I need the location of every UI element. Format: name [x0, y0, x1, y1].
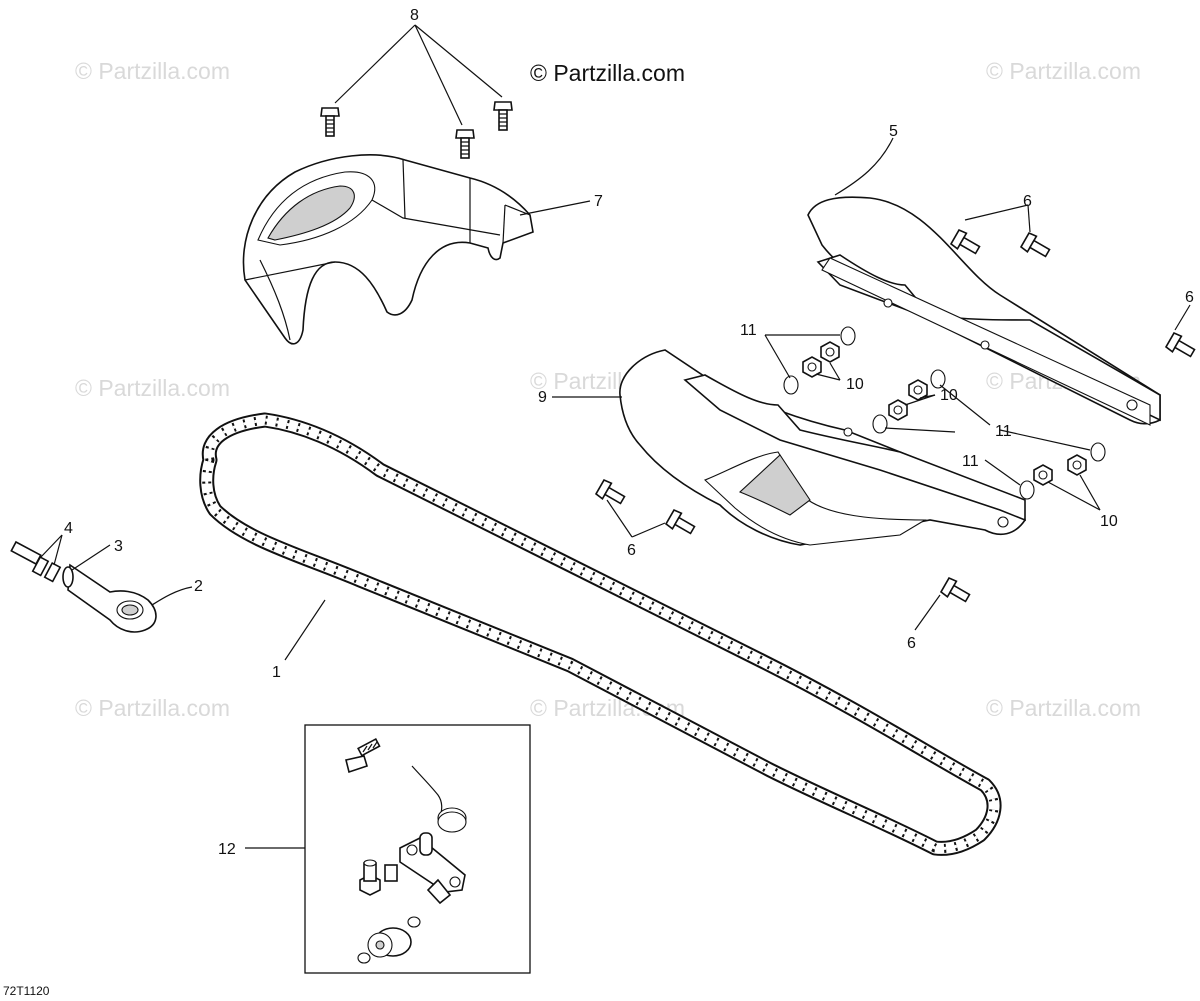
callout-10-top: 10	[846, 376, 864, 393]
drive-chain[interactable]	[199, 412, 1002, 856]
callout-12: 12	[218, 841, 236, 858]
callout-11-right: 11	[995, 423, 1012, 440]
callout-9: 9	[538, 389, 547, 406]
callout-labels: 1 2 3 4 5 6 6 6 6 7 8 9 10 10 10 11 11 1…	[64, 7, 1194, 858]
callout-6-lower-left: 6	[627, 542, 636, 559]
callout-11-top: 11	[740, 322, 757, 339]
callout-11-mid: 11	[962, 453, 979, 470]
callout-8: 8	[410, 7, 419, 24]
callout-7: 7	[594, 193, 603, 210]
upper-chain-guide[interactable]	[807, 196, 1161, 426]
diagram-code: 72T1120	[3, 984, 50, 998]
callout-6-right: 6	[1185, 289, 1194, 306]
callout-10-bottom: 10	[1100, 513, 1118, 530]
adjuster-washer[interactable]	[62, 566, 74, 588]
callout-10-mid: 10	[940, 387, 958, 404]
cover-bolt[interactable]	[320, 101, 513, 159]
callout-3: 3	[114, 538, 123, 555]
callout-2: 2	[194, 578, 203, 595]
tensioner-kit[interactable]	[304, 724, 531, 974]
callout-6-lower-right: 6	[907, 635, 916, 652]
copyright-notice: © Partzilla.com	[530, 60, 685, 86]
lower-chain-guide[interactable]	[619, 349, 1026, 546]
chain-adjuster-eyebolt[interactable]	[67, 563, 157, 633]
guide-washer[interactable]	[783, 326, 1106, 500]
callout-4: 4	[64, 520, 73, 537]
callout-1: 1	[272, 664, 281, 681]
callout-5: 5	[889, 123, 898, 140]
leader-lines	[39, 24, 1191, 849]
callout-6-top: 6	[1023, 193, 1032, 210]
guide-bolt[interactable]	[594, 229, 1198, 606]
chain-guard-cover[interactable]	[242, 154, 534, 345]
adjuster-nut[interactable]	[10, 540, 62, 583]
guide-nut[interactable]	[802, 341, 1087, 486]
